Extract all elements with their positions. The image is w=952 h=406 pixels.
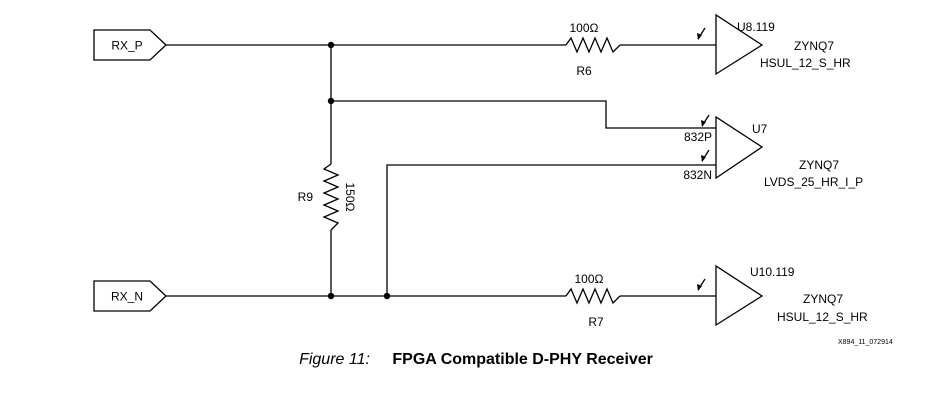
junction-dot <box>327 41 335 49</box>
buffer-u7-pin-p: 832P <box>684 130 712 144</box>
buffer-u7: 832P 832N U7 ZYNQ7 LVDS_25_HR_I_P <box>683 114 863 189</box>
port-rx-n-label: RX_N <box>111 290 143 304</box>
port-rx-n: RX_N <box>93 280 167 312</box>
figure-id: X894_11_072914 <box>838 339 893 346</box>
port-rx-p-label: RX_P <box>111 39 142 53</box>
wires <box>166 44 716 297</box>
junction-dot <box>327 97 335 105</box>
resistor-r6-ref: R6 <box>576 64 592 78</box>
resistor-r9-value: 150Ω <box>343 183 357 212</box>
buffer-u10-part: ZYNQ7 <box>803 292 843 306</box>
resistor-r9-ref: R9 <box>298 190 314 204</box>
resistor-r7-value: 100Ω <box>575 272 604 286</box>
port-rx-p: RX_P <box>93 29 167 61</box>
junction-dot <box>383 292 391 300</box>
resistor-r7: 100Ω R7 <box>565 272 621 329</box>
buffer-u7-pin-n: 832N <box>683 168 712 182</box>
buffer-u8-ref: U8.119 <box>737 20 775 34</box>
buffer-u7-ref: U7 <box>752 122 768 136</box>
resistor-r9: R9 150Ω <box>298 163 357 231</box>
junction-dot <box>327 292 335 300</box>
buffer-u10-standard: HSUL_12_S_HR <box>777 310 868 324</box>
buffer-u8: U8.119 ZYNQ7 HSUL_12_S_HR <box>697 13 851 76</box>
junctions <box>327 41 391 300</box>
buffer-u10-ref: U10.119 <box>750 265 795 279</box>
resistor-r7-ref: R7 <box>588 315 604 329</box>
figure-caption: Figure 11: FPGA Compatible D-PHY Receive… <box>0 351 952 369</box>
figure-caption-title: FPGA Compatible D-PHY Receiver <box>392 351 653 368</box>
resistor-r6: 100Ω R6 <box>565 21 621 78</box>
figure-caption-label: Figure 11: <box>299 351 370 368</box>
resistor-r6-value: 100Ω <box>570 21 599 35</box>
buffer-u8-part: ZYNQ7 <box>794 39 834 53</box>
buffer-u7-part: ZYNQ7 <box>799 158 839 172</box>
buffer-u10: U10.119 ZYNQ7 HSUL_12_S_HR <box>697 264 868 327</box>
buffer-u7-standard: LVDS_25_HR_I_P <box>764 175 863 189</box>
buffer-u8-standard: HSUL_12_S_HR <box>760 56 851 70</box>
